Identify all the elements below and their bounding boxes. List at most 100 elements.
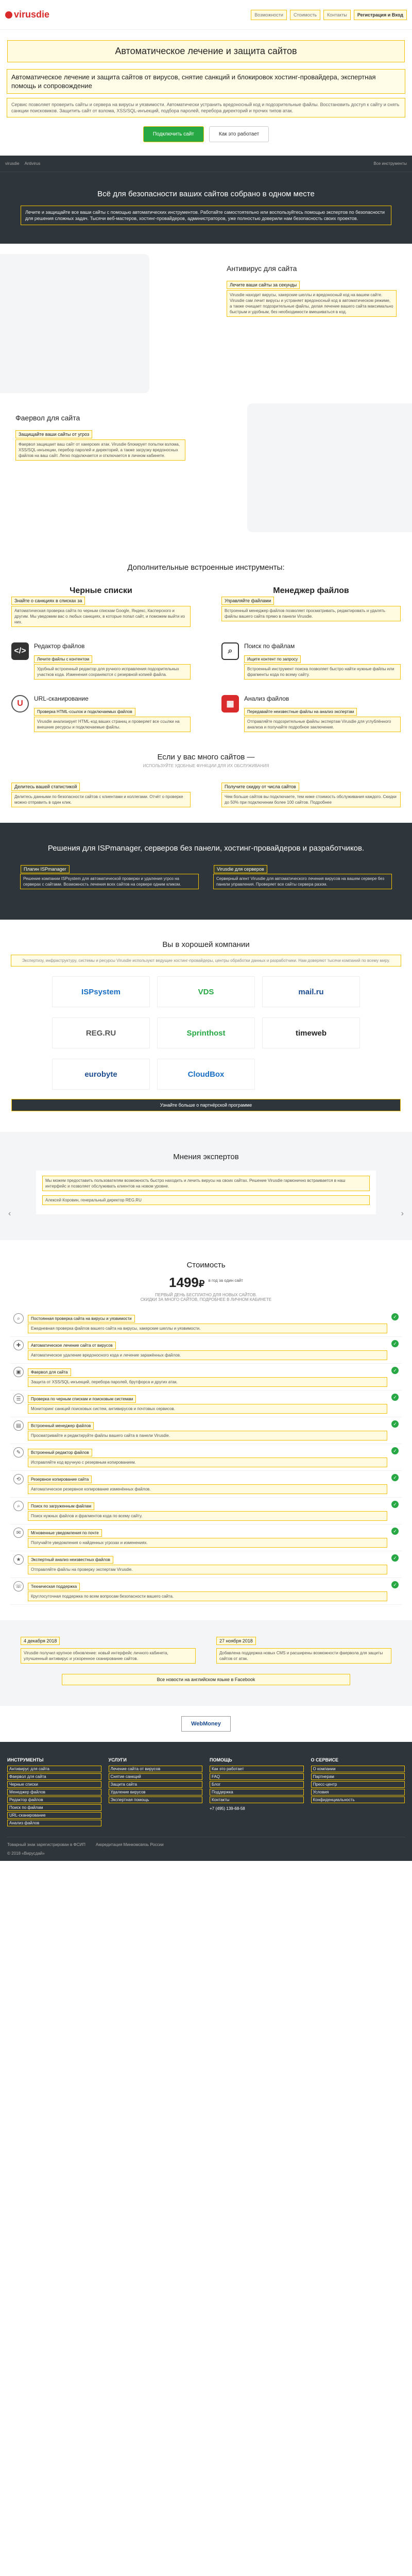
footer-phone[interactable]: +7 (495) 139-68-58: [210, 1806, 245, 1811]
news-text[interactable]: Добавлена поддержка новых CMS и расширен…: [216, 1648, 391, 1664]
tool-title: Поиск по файлам: [244, 642, 295, 650]
news-text[interactable]: Virusdie получил крупное обновление: нов…: [21, 1648, 196, 1664]
footer-link[interactable]: Пресс-центр: [311, 1781, 405, 1788]
next-arrow-icon[interactable]: ›: [401, 1209, 404, 1218]
tool-sub: Управляйте файлами: [221, 597, 274, 605]
price-title: Стоимость: [186, 1261, 226, 1269]
toolbar-left: virusdie: [5, 161, 20, 166]
feature-icon: ▤: [13, 1420, 24, 1431]
many-item-sub: Делитесь вашей статистикой: [11, 783, 80, 791]
prev-arrow-icon[interactable]: ‹: [8, 1209, 11, 1218]
url-icon: U: [11, 695, 29, 713]
tool-text: Virusdie анализирует HTML-код ваших стра…: [34, 717, 191, 732]
tool-text: Автоматическая проверка сайта по черным …: [11, 606, 191, 627]
check-icon: ✓: [391, 1501, 399, 1508]
tool-text: Удобный встроенный редактор для ручного …: [34, 664, 191, 680]
firewall-sub: Защищайте ваши сайты от угроз: [15, 430, 93, 438]
toolbar-right[interactable]: Все инструменты: [373, 161, 407, 166]
news-section: 4 декабря 2018 Virusdie получил крупное …: [0, 1620, 412, 1706]
check-icon: ✓: [391, 1474, 399, 1481]
tool-sub: Знайте о санкциях в списках за: [11, 597, 85, 605]
many-item-text: Делитесь данными по безопасности сайтов …: [11, 792, 191, 807]
integration-sub[interactable]: Плагин ISPmanager: [21, 865, 70, 873]
nav-login[interactable]: Регистрация и Вход: [353, 9, 407, 20]
antivirus-text: Virusdie находит вирусы, хакерские шеллы…: [227, 290, 397, 317]
connect-site-button[interactable]: Подключить сайт: [143, 126, 204, 142]
footer-link[interactable]: Антивирус для сайта: [7, 1766, 101, 1772]
antivirus-section: Антивирус для сайта Лечите ваши сайты за…: [0, 244, 412, 398]
nav-pricing[interactable]: Стоимость: [289, 9, 321, 20]
footer-link[interactable]: Экспертная помощь: [108, 1797, 202, 1803]
overview-section: virusdie Antivirus Все инструменты Всё д…: [0, 156, 412, 244]
toolbar: virusdie Antivirus Все инструменты: [0, 156, 412, 172]
firewall-section: Фаервол для сайта Защищайте ваши сайты о…: [0, 398, 412, 543]
footer-link[interactable]: Контакты: [210, 1797, 304, 1803]
footer-link[interactable]: Снятие санкций: [108, 1773, 202, 1780]
footer-link[interactable]: Блог: [210, 1781, 304, 1788]
check-icon: ✓: [391, 1420, 399, 1428]
partner-logo: ISPsystem: [52, 976, 150, 1007]
feature-icon: ▣: [13, 1367, 24, 1377]
hero: Автоматическое лечение и защита сайтов А…: [0, 30, 412, 156]
logo[interactable]: virusdie: [5, 9, 49, 20]
many-sub: ИСПОЛЬЗУЙТЕ УДОБНЫЕ ФУНКЦИИ ДЛЯ ИХ ОБСЛУ…: [143, 764, 269, 768]
tool-blacklists: Черные списки Знайте о санкциях в списка…: [11, 586, 191, 627]
feature-icon: ⟲: [13, 1474, 24, 1484]
footer-link[interactable]: Как это работает: [210, 1766, 304, 1772]
footer: ИНСТРУМЕНТЫ Антивирус для сайта Фаервол …: [0, 1742, 412, 1861]
hero-description: Сервис позволяет проверить сайты и серве…: [7, 98, 405, 117]
check-icon: ✓: [391, 1447, 399, 1454]
many-item: Получите скидку от числа сайтов Чем боль…: [221, 782, 401, 807]
footer-link[interactable]: Партнерам: [311, 1773, 405, 1780]
feature-icon: ☏: [13, 1581, 24, 1591]
tools-title: Дополнительные встроенные инструменты:: [127, 563, 285, 572]
footer-link[interactable]: Удаление вирусов: [108, 1789, 202, 1795]
footer-link[interactable]: Поддержка: [210, 1789, 304, 1795]
footer-legal: Товарный знак зарегистрирован в ФСИП: [7, 1842, 85, 1847]
footer-link[interactable]: О компании: [311, 1766, 405, 1772]
all-news-link[interactable]: Все новости на английском языке в Facebo…: [62, 1674, 350, 1685]
footer-legal2: Аккредитация Минкомсвязь России: [95, 1842, 164, 1847]
footer-link[interactable]: URL-сканирование: [7, 1812, 101, 1819]
payment-section: WebMoney: [0, 1706, 412, 1742]
footer-link[interactable]: Редактор файлов: [7, 1797, 101, 1803]
many-item-text: Чем больше сайтов вы подключаете, тем ни…: [221, 792, 401, 807]
partners-link[interactable]: Узнайте больше о партнёрской программе: [11, 1099, 401, 1111]
top-nav: Возможности Стоимость Контакты Регистрац…: [251, 9, 407, 20]
footer-link[interactable]: Конфиденциальность: [311, 1797, 405, 1803]
footer-link[interactable]: FAQ: [210, 1773, 304, 1780]
many-item-sub: Получите скидку от числа сайтов: [221, 783, 299, 791]
footer-link[interactable]: Лечение сайта от вирусов: [108, 1766, 202, 1772]
tool-text: Встроенный менеджер файлов позволяет про…: [221, 606, 401, 621]
integrations-title: Решения для ISPmanager, серверов без пан…: [47, 844, 365, 853]
footer-link[interactable]: Фаервол для сайта: [7, 1773, 101, 1780]
firewall-text: Фаервол защищает ваш сайт от хакерских а…: [15, 439, 185, 461]
how-it-works-button[interactable]: Как это работает: [209, 126, 269, 142]
footer-link[interactable]: Анализ файлов: [7, 1820, 101, 1826]
tool-file-search: ⌕ Поиск по файлам Ищите контент по запро…: [221, 642, 401, 680]
nav-contacts[interactable]: Контакты: [323, 9, 351, 20]
integration-sub[interactable]: Virusdie для серверов: [214, 865, 267, 873]
news-item: 27 ноября 2018 Добавлена поддержка новых…: [216, 1636, 391, 1664]
code-icon: </>: [11, 642, 29, 660]
many-sites-section: Если у вас много сайтов — ИСПОЛЬЗУЙТЕ УД…: [0, 748, 412, 823]
partner-logo: REG.RU: [52, 1018, 150, 1048]
firewall-illustration: [247, 403, 412, 532]
footer-link[interactable]: Менеджер файлов: [7, 1789, 101, 1795]
tool-title: Черные списки: [70, 586, 132, 595]
nav-features[interactable]: Возможности: [251, 9, 287, 20]
footer-link[interactable]: Поиск по файлам: [7, 1804, 101, 1811]
footer-link[interactable]: Условия: [311, 1789, 405, 1795]
footer-link[interactable]: Защита сайта: [108, 1781, 202, 1788]
footer-link[interactable]: Черные списки: [7, 1781, 101, 1788]
feature-row: ⌕Постоянная проверка сайта на вирусы и у…: [10, 1310, 402, 1337]
search-icon: ⌕: [221, 642, 239, 660]
tool-sub: Проверка HTML-ссылок и подключаемых файл…: [34, 708, 135, 716]
partner-logo: CloudBox: [157, 1059, 255, 1090]
